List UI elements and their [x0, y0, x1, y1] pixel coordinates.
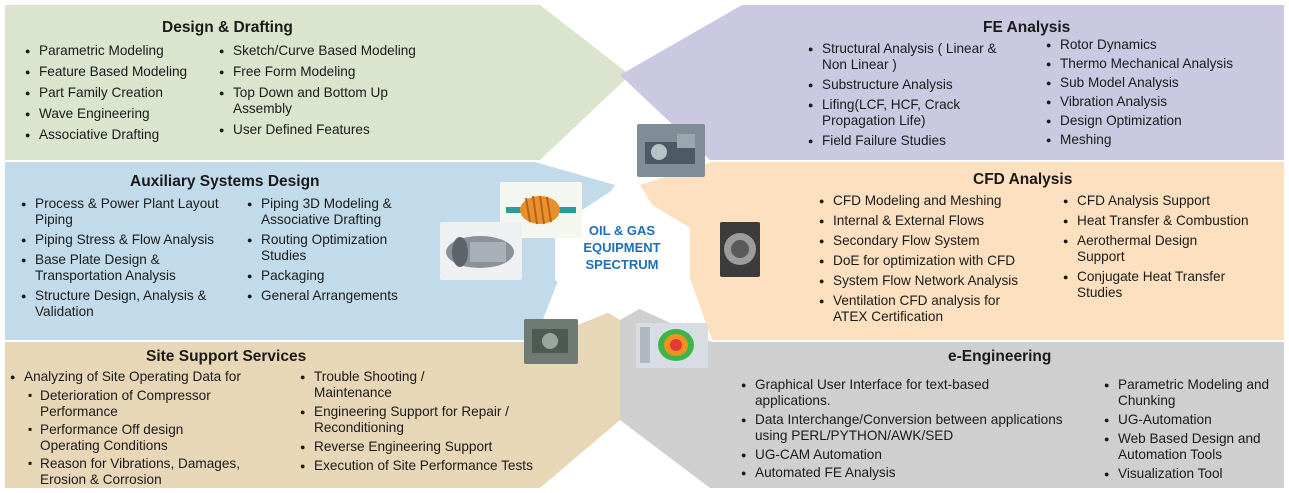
list-item: Thermo Mechanical Analysis [1045, 56, 1275, 72]
list-item: Analyzing of Site Operating Data for [9, 369, 309, 385]
list-item: Top Down and Bottom Up Assembly [218, 85, 408, 117]
list-item: Execution of Site Performance Tests [299, 458, 589, 474]
list-item: Design Optimization [1045, 113, 1275, 129]
design-title: Design & Drafting [162, 19, 293, 36]
engine-test-image [637, 124, 705, 177]
fe-title: FE Analysis [983, 19, 1071, 36]
center-line-2: EQUIPMENT [583, 240, 661, 255]
list-item: Parametric Modeling and Chunking [1103, 377, 1283, 409]
list-item: Internal & External Flows [818, 213, 1058, 229]
list-item: Feature Based Modeling [24, 64, 224, 80]
design-list-1: Parametric Modeling Feature Based Modeli… [24, 43, 224, 148]
list-item: Field Failure Studies [807, 133, 1037, 149]
list-item: CFD Analysis Support [1062, 193, 1284, 209]
disc-image [720, 222, 760, 277]
cfd-list-1: CFD Modeling and Meshing Internal & Exte… [818, 193, 1058, 329]
list-item: Process & Power Plant Layout Piping [20, 196, 220, 228]
site-list-2: Trouble Shooting / Maintenance Engineeri… [299, 369, 589, 478]
list-item: CFD Modeling and Meshing [818, 193, 1058, 209]
list-item: Sub Model Analysis [1045, 75, 1275, 91]
list-item: Sketch/Curve Based Modeling [218, 43, 423, 59]
list-item: Wave Engineering [24, 106, 224, 122]
list-item: Rotor Dynamics [1045, 37, 1275, 53]
list-item: UG-CAM Automation [740, 447, 1070, 463]
list-item: Piping 3D Modeling & Associative Draftin… [246, 196, 436, 228]
eeng-title: e-Engineering [948, 348, 1052, 365]
list-item: Secondary Flow System [818, 233, 1058, 249]
aux-title: Auxiliary Systems Design [130, 173, 320, 190]
list-item: Structural Analysis ( Linear & Non Linea… [807, 41, 1022, 73]
center-label: OIL & GAS EQUIPMENT SPECTRUM [548, 222, 696, 273]
list-item: DoE for optimization with CFD [818, 253, 1058, 269]
aux-list-1: Process & Power Plant Layout Piping Pipi… [20, 196, 250, 324]
list-item: Visualization Tool [1103, 466, 1283, 482]
fe-list-1: Structural Analysis ( Linear & Non Linea… [807, 41, 1037, 153]
list-item: Substructure Analysis [807, 77, 1037, 93]
cfd-list-2: CFD Analysis Support Heat Transfer & Com… [1062, 193, 1284, 305]
list-item: Ventilation CFD analysis for ATEX Certif… [818, 293, 1018, 325]
site-title: Site Support Services [146, 348, 307, 365]
list-item: Parametric Modeling [24, 43, 224, 59]
list-item: Routing Optimization Studies [246, 232, 431, 264]
list-item: Reason for Vibrations, Damages, Erosion … [27, 455, 265, 488]
center-line-1: OIL & GAS [588, 223, 656, 238]
list-item: Piping Stress & Flow Analysis [20, 232, 250, 248]
site-equipment-image [524, 319, 578, 364]
list-item: General Arrangements [246, 288, 436, 304]
list-item: Aerothermal Design Support [1062, 233, 1237, 265]
list-item: Part Family Creation [24, 85, 224, 101]
list-item: System Flow Network Analysis [818, 273, 1058, 289]
list-item: Engineering Support for Repair / Recondi… [299, 404, 579, 436]
list-item: Packaging [246, 268, 436, 284]
list-item: Associative Drafting [24, 127, 224, 143]
list-item: Automated FE Analysis [740, 465, 1070, 481]
list-item: Free Form Modeling [218, 64, 423, 80]
list-item: Reverse Engineering Support [299, 439, 589, 455]
design-list-2: Sketch/Curve Based Modeling Free Form Mo… [218, 43, 423, 142]
list-item: Performance Off design Operating Conditi… [27, 421, 235, 454]
list-item: Base Plate Design & Transportation Analy… [20, 252, 235, 284]
list-item: Heat Transfer & Combustion [1062, 213, 1284, 229]
center-hexagon [555, 185, 690, 320]
list-item: Data Interchange/Conversion between appl… [740, 412, 1085, 444]
list-item: Lifing(LCF, HCF, Crack Propagation Life) [807, 97, 1017, 129]
list-item: Structure Design, Analysis & Validation [20, 288, 215, 320]
simulation-image [636, 323, 708, 368]
list-item: Web Based Design and Automation Tools [1103, 431, 1288, 463]
eeng-list-1: Graphical User Interface for text-based … [740, 377, 1070, 485]
eeng-list-2: Parametric Modeling and Chunking UG-Auto… [1103, 377, 1283, 486]
site-list-1: Analyzing of Site Operating Data for [9, 369, 309, 388]
list-item: Graphical User Interface for text-based … [740, 377, 1040, 409]
cfd-title: CFD Analysis [973, 171, 1073, 188]
fe-list-2: Rotor Dynamics Thermo Mechanical Analysi… [1045, 37, 1275, 151]
list-item: Conjugate Heat Transfer Studies [1062, 269, 1262, 301]
center-line-3: SPECTRUM [585, 257, 659, 272]
site-sublist: Deterioration of Compressor Performance … [27, 387, 257, 492]
aux-list-2: Piping 3D Modeling & Associative Draftin… [246, 196, 436, 308]
list-item: UG-Automation [1103, 412, 1283, 428]
list-item: User Defined Features [218, 122, 423, 138]
list-item: Deterioration of Compressor Performance [27, 387, 245, 420]
list-item: Vibration Analysis [1045, 94, 1275, 110]
turbine-image [440, 222, 522, 280]
list-item: Trouble Shooting / Maintenance [299, 369, 479, 401]
list-item: Meshing [1045, 132, 1275, 148]
